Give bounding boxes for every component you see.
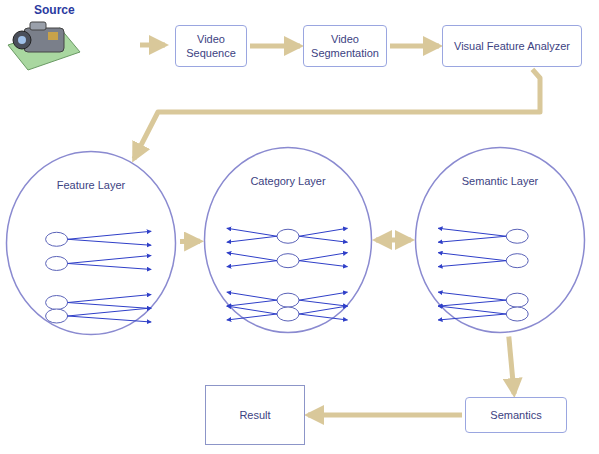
flow-arrow — [509, 337, 514, 395]
box-label: Semantics — [490, 408, 541, 422]
source-arrow — [140, 43, 165, 48]
box-label: Result — [239, 408, 270, 422]
flow-arrow — [180, 239, 200, 244]
layer-title: Category Layer — [250, 174, 325, 188]
process-box: Semantics — [465, 397, 567, 433]
flow-arrow — [308, 413, 462, 418]
layer-outline — [414, 146, 586, 334]
camera-icon — [8, 22, 80, 70]
box-label: Video Sequence — [182, 32, 240, 61]
result-box: Result — [205, 385, 305, 445]
layer-circle: Semantic Layer — [414, 146, 586, 334]
source-label: Source — [34, 3, 75, 17]
box-label: Visual Feature Analyzer — [454, 39, 570, 53]
layer-circle: Category Layer — [203, 146, 373, 334]
layer-outline — [5, 150, 177, 336]
flow-arrow — [250, 44, 300, 49]
flow-arrow — [390, 44, 439, 49]
flow-arrow — [134, 69, 540, 159]
layer-title: Feature Layer — [57, 178, 125, 192]
layer-circle: Feature Layer — [5, 150, 177, 336]
process-box: Video Sequence — [175, 25, 247, 67]
layer-title: Semantic Layer — [462, 174, 538, 188]
layer-outline — [203, 146, 373, 334]
box-label: Video Segmentation — [310, 32, 380, 61]
process-box: Video Segmentation — [303, 25, 387, 67]
process-box: Visual Feature Analyzer — [442, 25, 582, 67]
flow-arrow — [376, 238, 411, 243]
